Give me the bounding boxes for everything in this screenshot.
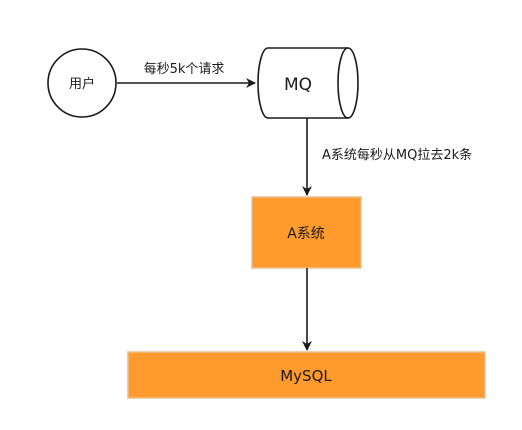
- system-a-box: [251, 196, 362, 269]
- mq-node: MQ: [257, 47, 359, 119]
- mq-cylinder-cap: [337, 47, 349, 119]
- mysql-label: MySQL: [280, 367, 332, 385]
- edge-user-to-mq: 每秒5k个请求: [117, 61, 256, 88]
- system-a-node: A系统: [251, 196, 362, 269]
- mysql-node: MySQL: [127, 351, 486, 399]
- system-a-label: A系统: [287, 226, 325, 242]
- mq-label: MQ: [284, 75, 312, 95]
- user-node: 用户: [47, 48, 117, 118]
- mysql-box: [127, 351, 486, 399]
- edge-user-to-mq-label: 每秒5k个请求: [144, 61, 225, 77]
- user-circle: [47, 48, 117, 118]
- edge-mq-to-a: A系统每秒从MQ拉去2k条: [302, 118, 472, 196]
- user-label: 用户: [69, 76, 95, 92]
- edge-mq-to-a-label: A系统每秒从MQ拉去2k条: [322, 147, 472, 163]
